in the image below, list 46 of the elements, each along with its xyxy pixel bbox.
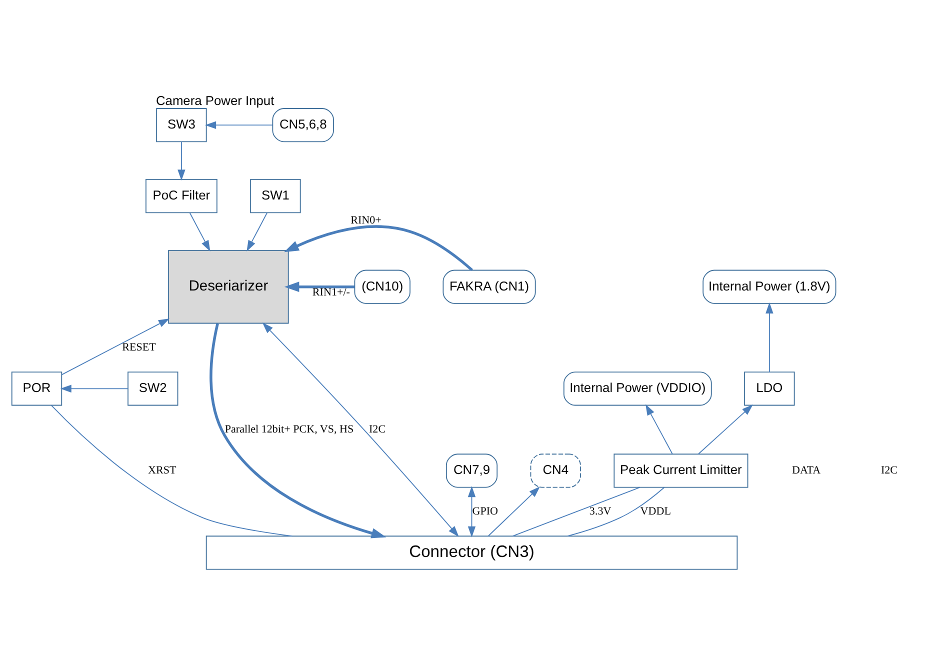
arrow xyxy=(178,141,186,181)
arrow xyxy=(60,384,128,393)
node-box: Internal Power (VDDIO) xyxy=(563,372,712,406)
node-box: Peak Current Limitter xyxy=(614,454,748,488)
node-box: CN5,6,8 xyxy=(272,108,334,142)
connector xyxy=(50,405,293,537)
node-box: POR xyxy=(11,372,62,406)
node-box: Connector (CN3) xyxy=(206,536,738,570)
node-box: PoC Filter xyxy=(146,179,218,214)
label: DATA xyxy=(792,464,821,477)
arrow xyxy=(246,212,268,252)
arrow xyxy=(488,486,540,536)
arrow xyxy=(468,486,476,538)
edge-label: VDDL xyxy=(640,506,671,518)
edge-label: RIN1+/- xyxy=(312,286,350,299)
edge-label: RESET xyxy=(122,342,156,354)
arrow xyxy=(646,404,673,454)
label: I2C xyxy=(880,464,898,477)
node-box: FAKRA (CN1) xyxy=(442,270,536,304)
edge-label: XRST xyxy=(148,464,176,477)
node-box: LDO xyxy=(744,372,795,406)
arrow xyxy=(210,323,386,538)
node-box: Deseriarizer xyxy=(168,250,289,324)
node-box: SW2 xyxy=(128,372,178,406)
arrow xyxy=(698,404,753,454)
node-label: Camera Power Input xyxy=(156,93,274,108)
node-box: CN7,9 xyxy=(446,454,498,488)
edge-label: I2C xyxy=(369,424,386,436)
node-box: SW1 xyxy=(250,179,301,214)
node-box: Internal Power (1.8V) xyxy=(702,270,836,304)
node-box: (CN10) xyxy=(354,270,410,304)
connector xyxy=(512,486,640,537)
arrow xyxy=(284,225,474,272)
arrow xyxy=(284,282,355,292)
edge-label: RIN0+ xyxy=(350,214,382,227)
edge-label: 3.3V xyxy=(589,506,612,518)
node-box: CN4 xyxy=(530,454,581,488)
arrow xyxy=(61,318,170,376)
arrow xyxy=(766,302,774,373)
node-box: SW3 xyxy=(156,108,207,142)
edge-label: GPIO xyxy=(472,506,498,518)
arrow xyxy=(262,322,459,537)
edge-label: Parallel 12bit+ PCK, VS, HS xyxy=(224,424,354,436)
arrow xyxy=(189,212,210,252)
arrow xyxy=(205,121,273,129)
connector xyxy=(567,487,665,537)
